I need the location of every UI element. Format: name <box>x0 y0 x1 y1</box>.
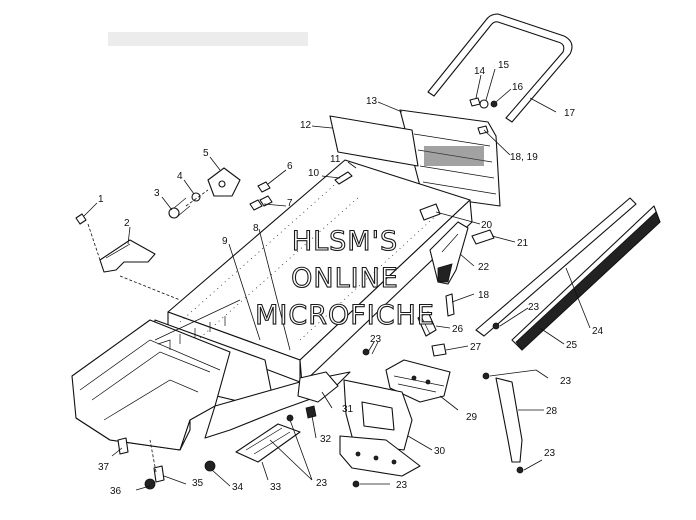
callout-16: 16 <box>512 82 524 93</box>
callout-20: 20 <box>481 220 493 231</box>
callout-23-c: 23 <box>560 376 572 387</box>
callout-labels: 1 2 3 4 5 6 7 8 9 10 11 12 13 14 15 16 1… <box>98 60 604 497</box>
callout-10: 10 <box>308 168 320 179</box>
part-block-26 <box>417 311 437 337</box>
part-rear-panel <box>329 115 419 167</box>
callout-32: 32 <box>320 434 332 445</box>
part-plug-21 <box>471 229 495 245</box>
part-cap-27 <box>431 343 447 357</box>
callout-34: 34 <box>232 482 244 493</box>
callout-15: 15 <box>498 60 510 71</box>
callout-14: 14 <box>474 66 486 77</box>
callout-23-d: 23 <box>316 478 328 489</box>
callout-30: 30 <box>434 446 446 457</box>
watermark-line-1: HLSM'S <box>292 226 398 257</box>
callout-27: 27 <box>470 342 482 353</box>
callout-8: 8 <box>253 223 259 234</box>
part-fasteners-14-16 <box>469 97 498 135</box>
callout-12: 12 <box>300 120 312 131</box>
part-clip-20 <box>419 203 441 221</box>
callout-21: 21 <box>517 238 529 249</box>
part-fasteners-23 <box>286 322 524 488</box>
callout-18: 18 <box>478 290 490 301</box>
part-post-18 <box>445 293 455 317</box>
callout-22: 22 <box>478 262 490 273</box>
callout-23-a: 23 <box>528 302 540 313</box>
part-screw-1 <box>75 213 87 225</box>
part-screws-7 <box>249 195 273 211</box>
callout-1: 1 <box>98 194 104 205</box>
part-main-chassis <box>71 159 473 451</box>
callout-29: 29 <box>466 412 478 423</box>
callout-25: 25 <box>566 340 578 351</box>
callout-33: 33 <box>270 482 282 493</box>
callout-5: 5 <box>203 148 209 159</box>
watermark: HLSM'S ONLINE MICROFICHE <box>255 225 435 331</box>
part-nut-32 <box>305 405 317 419</box>
part-bracket <box>99 239 156 273</box>
part-nut-34 <box>204 460 216 472</box>
part-screw-6 <box>257 181 271 193</box>
part-bolt-35 <box>153 465 165 483</box>
callout-3: 3 <box>154 188 160 199</box>
part-piece-31 <box>297 371 339 403</box>
watermark-line-3: MICROFICHE <box>255 300 435 331</box>
callout-37: 37 <box>98 462 110 473</box>
callout-11: 11 <box>330 154 341 165</box>
callout-2: 2 <box>124 218 130 229</box>
part-nut-36 <box>144 478 156 490</box>
part-rail-24 <box>475 197 637 337</box>
part-rail-25 <box>511 205 661 351</box>
callout-4: 4 <box>177 171 183 182</box>
callout-36: 36 <box>110 486 122 497</box>
part-nut-4 <box>191 192 201 202</box>
faded-header-mark <box>108 32 308 46</box>
callout-35: 35 <box>192 478 204 489</box>
watermark-line-2: ONLINE <box>291 263 399 294</box>
callout-13: 13 <box>366 96 378 107</box>
leader-lines <box>83 68 591 491</box>
part-plate-33 <box>235 423 301 463</box>
callout-28: 28 <box>546 406 558 417</box>
callout-26: 26 <box>452 324 464 335</box>
assembly-lines <box>87 189 209 473</box>
callout-18-19: 18, 19 <box>510 152 538 163</box>
part-bumper-bar <box>427 13 573 123</box>
part-strip-28 <box>495 377 523 463</box>
part-snowflap <box>399 109 501 207</box>
callout-9: 9 <box>222 236 228 247</box>
part-bolt-37 <box>117 437 129 455</box>
part-decal <box>334 171 353 185</box>
part-bolt-3 <box>168 197 191 219</box>
callout-24: 24 <box>592 326 604 337</box>
callout-23-b: 23 <box>370 334 382 345</box>
part-plate <box>207 167 241 197</box>
part-skidplate-30 <box>339 379 421 477</box>
callout-7: 7 <box>287 198 293 209</box>
callout-31: 31 <box>342 404 354 415</box>
callout-6: 6 <box>287 161 293 172</box>
callout-23-f: 23 <box>396 480 408 491</box>
callout-17: 17 <box>564 108 576 119</box>
part-rail-22 <box>429 221 469 285</box>
callout-23-e: 23 <box>544 448 556 459</box>
